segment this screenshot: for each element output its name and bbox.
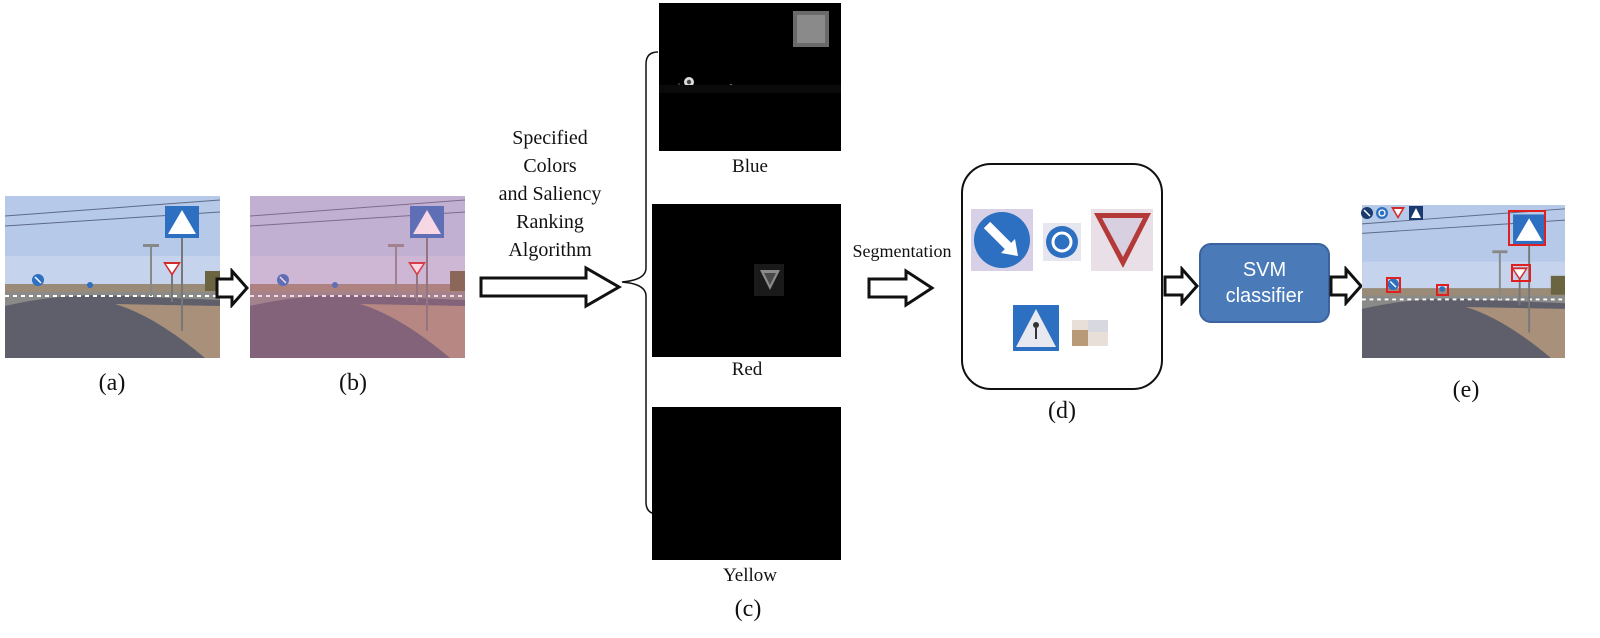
blue-channel-label: Blue	[732, 156, 768, 177]
red-channel-label: Red	[731, 359, 763, 380]
segmentation-panel	[961, 163, 1163, 390]
arrow-to-svm	[1163, 266, 1200, 306]
arrow-a-to-b	[215, 268, 250, 308]
svm-label-line: SVM	[1242, 259, 1287, 281]
process-line: Ranking	[516, 211, 584, 233]
caption-d: (d)	[1048, 398, 1076, 424]
process-line: Algorithm	[508, 239, 592, 261]
arrow-to-result	[1329, 266, 1364, 306]
caption-a: (a)	[98, 370, 126, 396]
enhanced-image	[250, 196, 465, 358]
process-line: Specified	[512, 127, 588, 149]
arrow-to-segmentation	[867, 268, 935, 308]
process-line: and Saliency	[498, 183, 602, 205]
detected-signs-strip	[1361, 206, 1423, 220]
original-image	[5, 196, 220, 358]
yellow-channel-label: Yellow	[722, 565, 778, 586]
caption-e: (e)	[1452, 377, 1480, 403]
svm-label-line: classifier	[1225, 285, 1304, 307]
segmentation-label: Segmentation	[852, 241, 952, 261]
process-description: Specified Colors and Saliency Ranking Al…	[480, 124, 620, 264]
caption-c: (c)	[734, 596, 762, 622]
arrow-to-channels	[479, 265, 623, 309]
blue-channel-image	[659, 3, 841, 151]
svm-classifier-box: SVM classifier	[1199, 243, 1330, 323]
process-line: Colors	[523, 155, 577, 177]
yellow-channel-image	[652, 407, 841, 560]
result-image	[1362, 204, 1565, 359]
channel-bracket	[621, 51, 659, 515]
caption-b: (b)	[339, 370, 367, 396]
red-channel-image	[652, 204, 841, 357]
